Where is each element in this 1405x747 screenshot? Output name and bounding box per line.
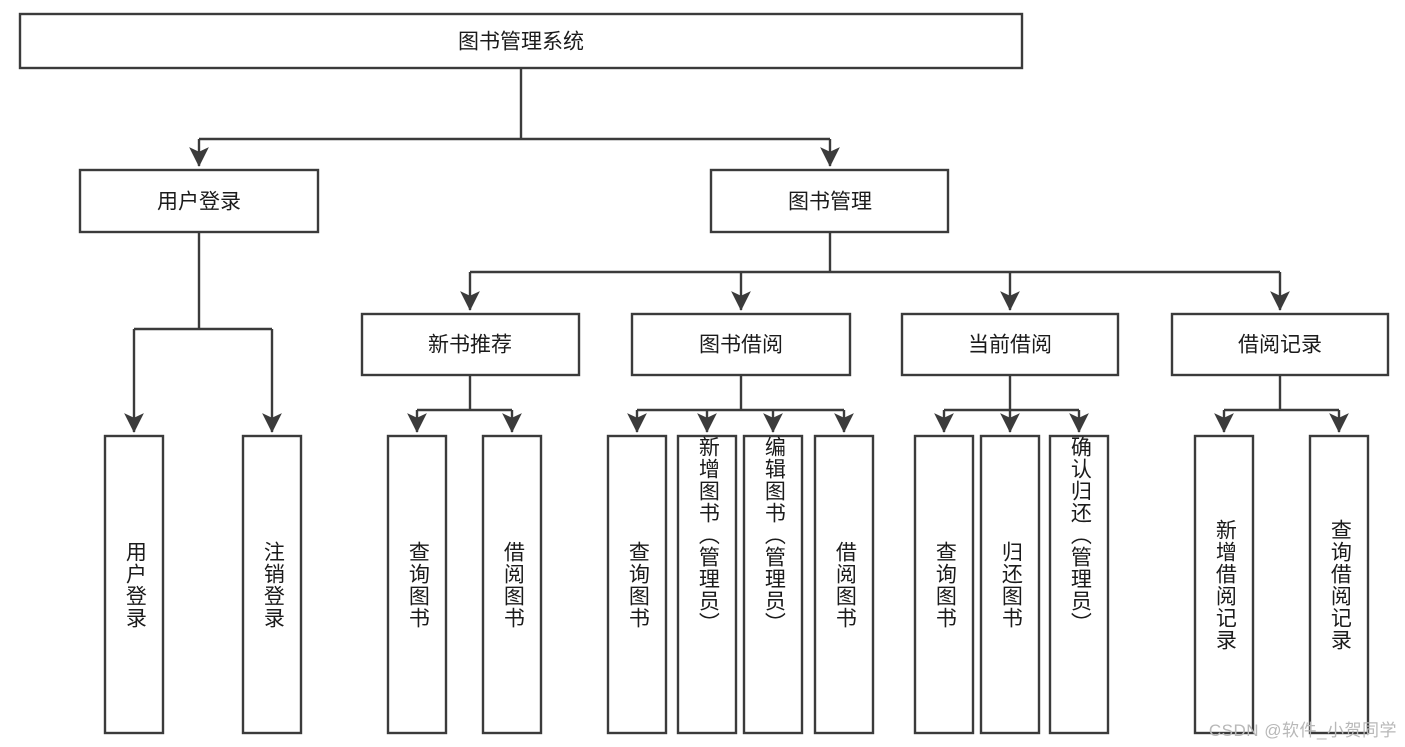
node-book-borrow-label: 图书借阅 xyxy=(699,334,783,357)
leaf-box-query-borrow-record[interactable] xyxy=(1308,434,1370,735)
node-book-management-label: 图书管理 xyxy=(788,191,872,214)
connector-group-borrow xyxy=(627,375,854,433)
leaf-box-return-book[interactable] xyxy=(979,434,1041,735)
leaf-box-add-borrow-record[interactable] xyxy=(1193,434,1255,735)
leaf-node-boxes xyxy=(103,434,1370,735)
leaf-box-borrow-book[interactable] xyxy=(813,434,875,735)
node-user-login-label: 用户登录 xyxy=(157,191,241,214)
leaf-box-borrow-book-new[interactable] xyxy=(481,434,543,735)
leaf-box-add-book-admin[interactable] xyxy=(676,434,738,735)
leaf-box-confirm-return-admin[interactable] xyxy=(1048,434,1110,735)
node-borrow-records[interactable]: 借阅记录 xyxy=(1170,312,1390,377)
node-new-book-recommend[interactable]: 新书推荐 xyxy=(360,312,581,377)
node-new-book-recommend-label: 新书推荐 xyxy=(428,334,512,357)
node-current-borrow[interactable]: 当前借阅 xyxy=(900,312,1120,377)
connector-group-new-books xyxy=(407,375,522,433)
leaf-box-edit-book-admin[interactable] xyxy=(742,434,804,735)
node-current-borrow-label: 当前借阅 xyxy=(968,334,1052,357)
watermark: CSDN @软件_小贺同学 xyxy=(1208,721,1397,740)
node-root-box[interactable] xyxy=(18,12,1024,70)
node-book-management[interactable]: 图书管理 xyxy=(709,168,950,234)
connector-group-user-login xyxy=(124,232,282,433)
leaf-box-query-book-new[interactable] xyxy=(386,434,448,735)
node-root[interactable]: 图书管理系统 xyxy=(18,12,1024,70)
node-book-borrow-box[interactable] xyxy=(630,312,852,377)
connector-group-book-mgmt xyxy=(460,232,1290,311)
node-book-management-box[interactable] xyxy=(709,168,950,234)
leaf-box-query-book-borrow[interactable] xyxy=(606,434,668,735)
leaf-box-query-book-current[interactable] xyxy=(913,434,975,735)
node-root-label: 图书管理系统 xyxy=(458,31,584,54)
connector-group-root xyxy=(189,68,840,167)
node-borrow-records-label: 借阅记录 xyxy=(1238,334,1322,357)
node-book-borrow[interactable]: 图书借阅 xyxy=(630,312,852,377)
connector-group-current xyxy=(934,375,1089,433)
connector-group-records xyxy=(1214,375,1349,433)
node-new-book-recommend-box[interactable] xyxy=(360,312,581,377)
leaf-box-user-login[interactable] xyxy=(103,434,165,735)
node-current-borrow-box[interactable] xyxy=(900,312,1120,377)
leaf-box-logout[interactable] xyxy=(241,434,303,735)
node-borrow-records-box[interactable] xyxy=(1170,312,1390,377)
node-user-login-box[interactable] xyxy=(78,168,320,234)
node-user-login[interactable]: 用户登录 xyxy=(78,168,320,234)
